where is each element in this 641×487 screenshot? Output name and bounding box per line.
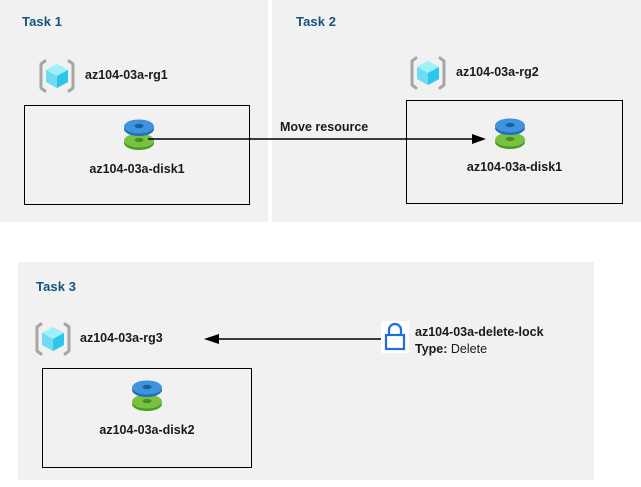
panel-task-2-title: Task 2 [296,14,337,29]
resource-group-icon [34,321,72,357]
managed-disk-icon [127,374,167,416]
managed-disk-icon [490,112,530,154]
lock-icon [381,321,409,353]
resource-label-disk1-task2: az104-03a-disk1 [466,160,563,174]
resource-group-label-rg2: az104-03a-rg2 [456,65,539,79]
resource-group-label-rg3: az104-03a-rg3 [80,331,163,345]
lock-name-label: az104-03a-delete-lock [415,325,544,339]
resource-group-icon [38,58,76,94]
lock-type-value: Delete [450,342,488,356]
lock-type-label: Type: Delete [415,342,487,356]
resource-box-task-1 [24,105,250,205]
move-resource-arrow [148,130,488,150]
resource-label-disk1-task1: az104-03a-disk1 [89,162,185,176]
resource-group-label-rg1: az104-03a-rg1 [85,68,168,82]
resource-group-icon [409,55,447,91]
lock-type-key: Type: [415,342,448,356]
resource-box-task-2 [406,100,623,204]
panel-task-1-title: Task 1 [22,14,63,29]
managed-disk-icon [119,113,159,155]
lock-to-resource-group-arrow [204,330,384,350]
panel-task-3-title: Task 3 [36,279,77,294]
move-resource-label: Move resource [280,120,369,134]
resource-label-disk2-task3: az104-03a-disk2 [99,423,195,437]
